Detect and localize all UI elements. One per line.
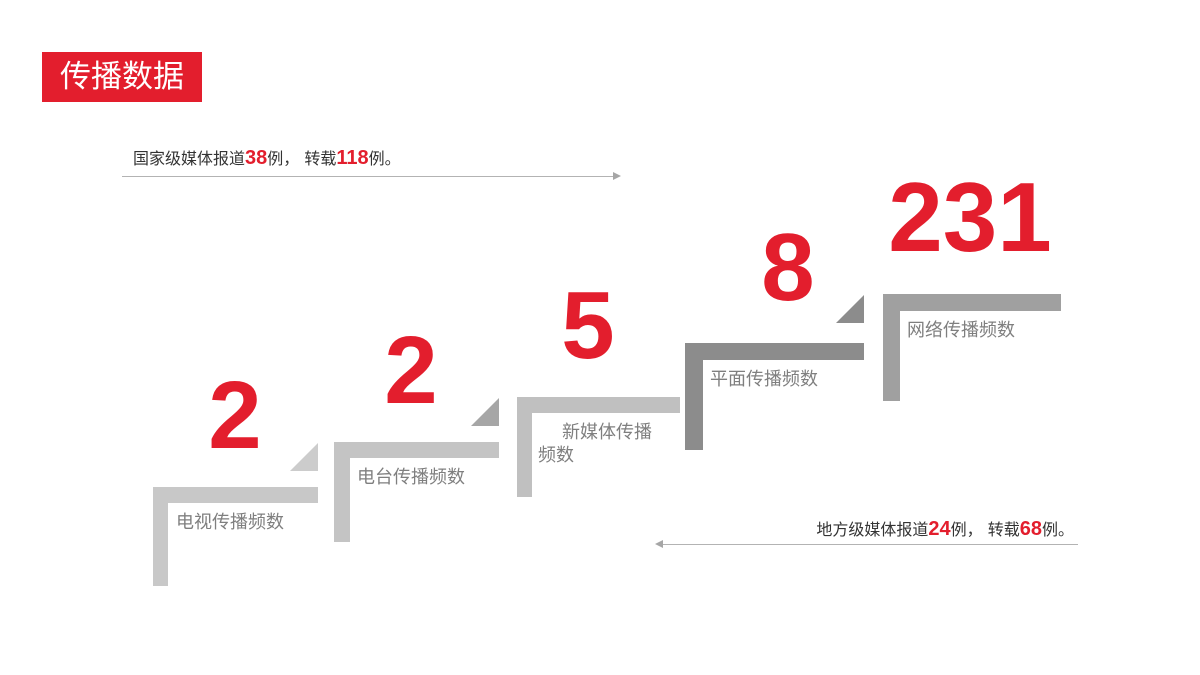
local-media-note: 地方级媒体报道24例， 转载68例。 — [816, 518, 1074, 541]
step-bar-horizontal — [883, 294, 1061, 311]
step-value: 2 — [384, 317, 438, 424]
step-value: 8 — [761, 214, 815, 321]
step-bar-horizontal — [517, 397, 680, 413]
step-label: 电视传播频数 — [176, 512, 284, 533]
step-bar-horizontal — [153, 487, 318, 503]
national-arrow-line — [122, 176, 614, 177]
national-mid: 例， 转载 — [267, 149, 337, 168]
national-media-note: 国家级媒体报道38例， 转载118例。 — [133, 147, 401, 170]
step-bar-vertical — [685, 343, 703, 450]
local-arrow-line — [662, 544, 1078, 545]
step-label-line2: 频数 — [538, 445, 574, 466]
step-bar-horizontal — [685, 343, 864, 360]
national-suffix: 例。 — [368, 149, 401, 168]
step-value: 2 — [208, 362, 262, 469]
national-prefix: 国家级媒体报道 — [133, 149, 246, 168]
arrow-right-icon — [613, 172, 621, 180]
local-mid: 例， 转载 — [950, 520, 1020, 539]
local-reports-count: 24 — [928, 518, 951, 540]
step-label-line1: 新媒体传播 — [562, 422, 652, 443]
triangle-marker-icon — [471, 398, 499, 426]
step-value: 231 — [888, 162, 1052, 272]
step-bar-vertical — [334, 442, 350, 542]
step-bar-vertical — [883, 294, 900, 401]
national-reposts-count: 118 — [336, 147, 369, 169]
triangle-marker-icon — [290, 443, 318, 471]
step-bar-vertical — [517, 397, 532, 497]
page-title: 传播数据 — [42, 52, 202, 102]
step-bar-vertical — [153, 487, 168, 586]
local-suffix: 例。 — [1041, 520, 1074, 539]
step-label: 网络传播频数 — [907, 320, 1015, 341]
step-label: 电台传播频数 — [357, 467, 465, 488]
local-reposts-count: 68 — [1019, 518, 1042, 540]
step-label: 平面传播频数 — [710, 369, 818, 390]
triangle-marker-icon — [836, 295, 864, 323]
arrow-left-icon — [655, 540, 663, 548]
step-value: 5 — [561, 272, 615, 379]
step-bar-horizontal — [334, 442, 499, 458]
national-reports-count: 38 — [245, 147, 268, 169]
local-prefix: 地方级媒体报道 — [816, 520, 929, 539]
